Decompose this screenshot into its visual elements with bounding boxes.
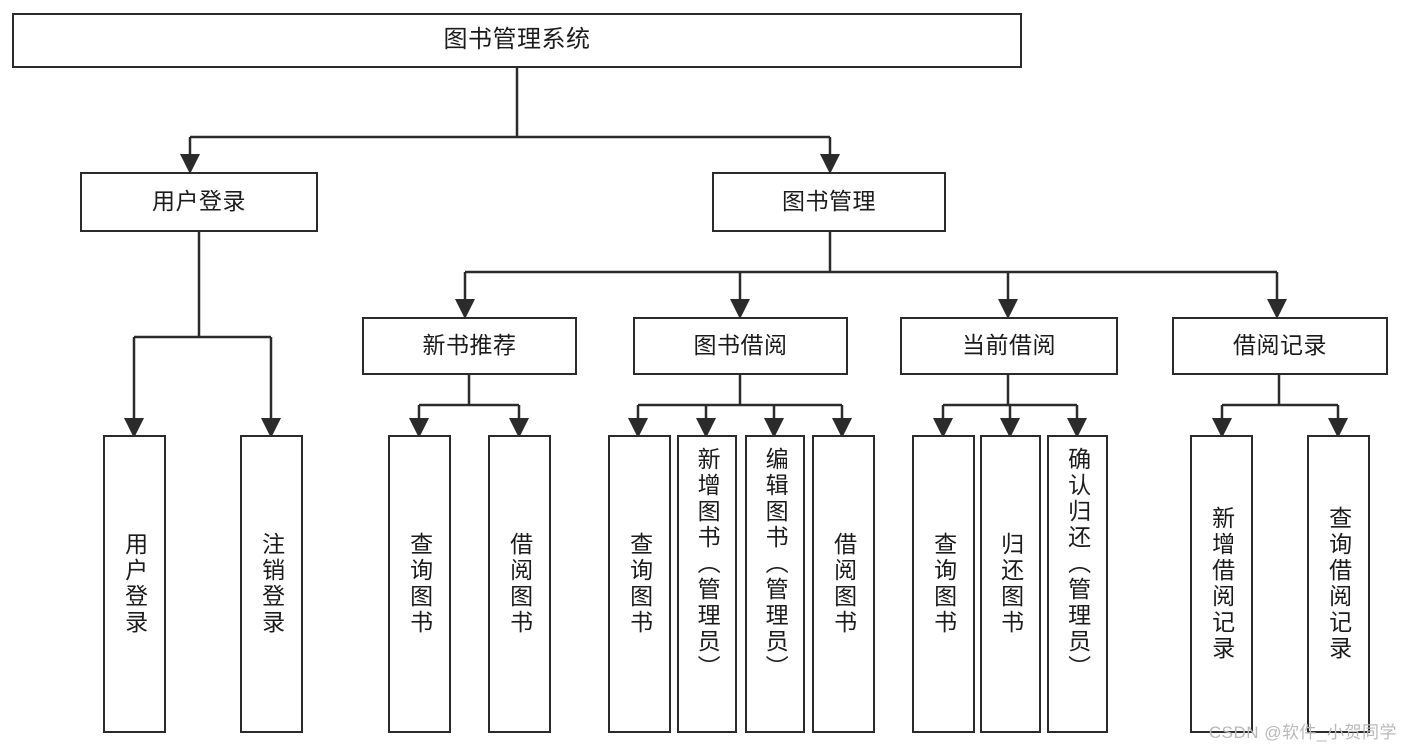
leaf-user-login[interactable]: 用户登录	[103, 435, 166, 733]
node-root[interactable]: 图书管理系统	[12, 13, 1022, 68]
leaf-add-book-admin[interactable]: 新增图书（管理员）	[677, 435, 737, 733]
node-current-borrow-label: 当前借阅	[962, 332, 1056, 359]
node-borrow-records[interactable]: 借阅记录	[1172, 317, 1388, 375]
leaf-add-borrow-record[interactable]: 新增借阅记录	[1190, 435, 1253, 733]
node-user-login[interactable]: 用户登录	[80, 172, 318, 232]
leaf-query-borrow-record-label: 查询借阅记录	[1325, 506, 1352, 662]
leaf-confirm-return-admin[interactable]: 确认归还（管理员）	[1047, 435, 1108, 733]
node-book-management-label: 图书管理	[782, 188, 876, 215]
leaf-add-borrow-record-label: 新增借阅记录	[1208, 506, 1235, 662]
leaf-borrow-book[interactable]: 借阅图书	[812, 435, 875, 733]
leaf-query-book-current[interactable]: 查询图书	[912, 435, 975, 733]
node-borrow-records-label: 借阅记录	[1233, 332, 1327, 359]
node-root-label: 图书管理系统	[443, 26, 591, 54]
leaf-borrow-book-recommend[interactable]: 借阅图书	[488, 435, 551, 733]
leaf-return-book[interactable]: 归还图书	[980, 435, 1041, 733]
leaf-query-book-recommend[interactable]: 查询图书	[388, 435, 451, 733]
leaf-logout-label: 注销登录	[258, 532, 285, 636]
leaf-borrow-book-label: 借阅图书	[830, 532, 857, 636]
leaf-confirm-return-admin-label: 确认归还（管理员）	[1064, 447, 1091, 681]
leaf-query-borrow-record[interactable]: 查询借阅记录	[1307, 435, 1370, 733]
leaf-edit-book-admin[interactable]: 编辑图书（管理员）	[745, 435, 805, 733]
leaf-return-book-label: 归还图书	[997, 532, 1024, 636]
leaf-borrow-book-recommend-label: 借阅图书	[506, 532, 533, 636]
leaf-query-book-recommend-label: 查询图书	[406, 532, 433, 636]
watermark: CSDN @软件_小贺同学	[1208, 723, 1397, 742]
leaf-logout[interactable]: 注销登录	[240, 435, 303, 733]
leaf-query-book-current-label: 查询图书	[930, 532, 957, 636]
leaf-query-book-borrow-label: 查询图书	[626, 532, 653, 636]
leaf-add-book-admin-label: 新增图书（管理员）	[694, 447, 721, 681]
leaf-user-login-label: 用户登录	[121, 532, 148, 636]
node-book-borrow-label: 图书借阅	[693, 332, 788, 359]
node-book-management[interactable]: 图书管理	[712, 172, 946, 232]
node-new-book-recommend[interactable]: 新书推荐	[362, 317, 577, 375]
leaf-edit-book-admin-label: 编辑图书（管理员）	[762, 447, 789, 681]
node-user-login-label: 用户登录	[152, 188, 246, 215]
node-new-book-recommend-label: 新书推荐	[422, 332, 517, 359]
leaf-query-book-borrow[interactable]: 查询图书	[608, 435, 671, 733]
node-current-borrow[interactable]: 当前借阅	[900, 317, 1118, 375]
node-book-borrow[interactable]: 图书借阅	[633, 317, 848, 375]
